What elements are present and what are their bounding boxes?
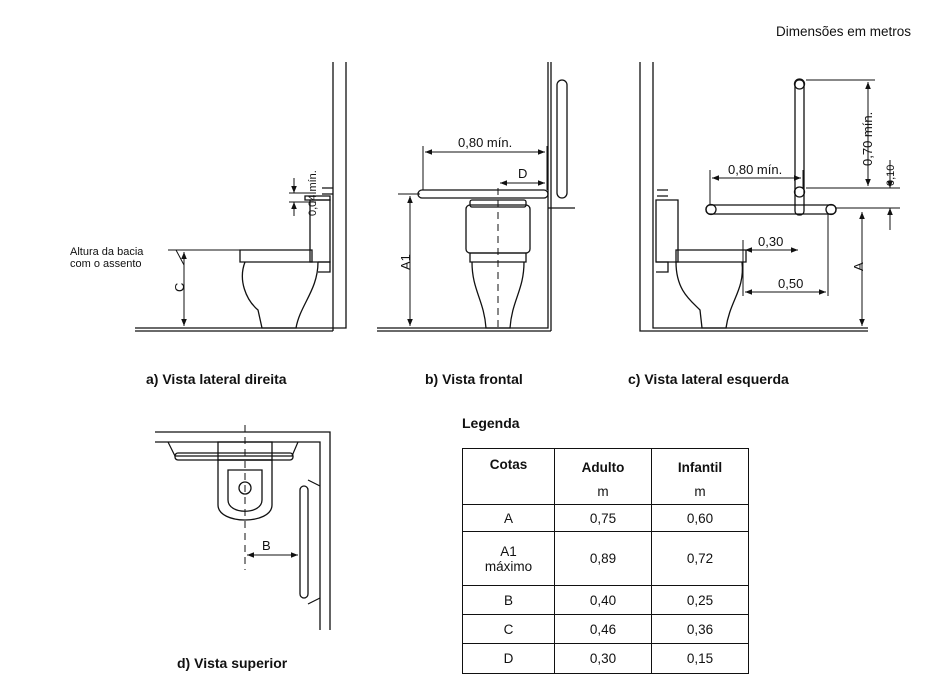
vertical-grab-bar-c xyxy=(794,79,805,216)
legend-table: Cotas Adulto Infantil m m A 0,75 0,60 A1… xyxy=(462,448,749,674)
vertical-grab-bar-b xyxy=(556,79,568,199)
view-d-top xyxy=(155,425,331,630)
dim-a-label: A xyxy=(851,262,866,271)
dim-004-label: 0,04 mín. xyxy=(307,170,319,216)
infantil-cell: 0,25 xyxy=(651,585,749,615)
infantil-cell: 0,36 xyxy=(651,614,749,644)
cota-line-1: A1 xyxy=(500,543,517,559)
caption-c: c) Vista lateral esquerda xyxy=(628,371,789,387)
header-adulto: Adulto xyxy=(554,448,652,480)
unit-adulto: m xyxy=(554,479,652,505)
caption-b: b) Vista frontal xyxy=(425,371,523,387)
infantil-cell: 0,72 xyxy=(651,531,749,586)
view-b-frontal xyxy=(377,62,575,332)
horizontal-grab-bar-c xyxy=(705,204,837,215)
caption-d: d) Vista superior xyxy=(177,655,288,671)
header-cotas: Cotas xyxy=(462,448,555,505)
table-row: B 0,40 0,25 xyxy=(462,585,749,615)
dim-c-label: C xyxy=(172,283,187,292)
view-a-right-side xyxy=(135,62,347,332)
infantil-cell: 0,60 xyxy=(651,504,749,532)
adulto-cell: 0,89 xyxy=(554,531,652,586)
view-c-left-side xyxy=(639,62,900,332)
dim-080-c-label: 0,80 mín. xyxy=(728,162,782,177)
cota-line-2: máximo xyxy=(484,558,533,574)
infantil-cell: 0,15 xyxy=(651,643,749,674)
table-row: A1 máximo 0,89 0,72 xyxy=(462,531,749,586)
horizontal-grab-bar-b xyxy=(417,189,549,199)
toilet-bowl-a xyxy=(241,261,319,329)
toilet-bowl-d xyxy=(217,459,273,521)
cota-cell: C xyxy=(462,614,555,644)
caption-a: a) Vista lateral direita xyxy=(146,371,287,387)
adulto-cell: 0,46 xyxy=(554,614,652,644)
bowl-height-label-1: Altura da bacia xyxy=(70,246,144,258)
toilet-bowl-b xyxy=(471,261,525,329)
toilet-bowl-c xyxy=(675,261,744,329)
units-note: Dimensões em metros xyxy=(775,24,911,39)
adulto-cell: 0,40 xyxy=(554,585,652,615)
toilet-seat-c xyxy=(675,249,747,263)
cota-cell: A1 máximo xyxy=(462,531,555,586)
vertical-grab-bar-d xyxy=(299,485,309,599)
cota-cell: D xyxy=(462,643,555,674)
dim-080-b-label: 0,80 mín. xyxy=(458,135,512,150)
legend-header-row: Cotas Adulto Infantil xyxy=(462,448,749,505)
table-row: D 0,30 0,15 xyxy=(462,643,749,674)
dim-a1-label: A1 xyxy=(398,254,413,270)
toilet-seat-a xyxy=(239,249,313,263)
table-row: C 0,46 0,36 xyxy=(462,614,749,644)
toilet-seat-b xyxy=(469,252,527,263)
cota-cell: B xyxy=(462,585,555,615)
dim-050-label: 0,50 xyxy=(778,276,803,291)
header-infantil: Infantil xyxy=(651,448,749,480)
legend-title: Legenda xyxy=(462,415,520,431)
dim-070-label: 0,70 mín. xyxy=(860,112,875,166)
cota-cell: A xyxy=(462,504,555,532)
adulto-cell: 0,30 xyxy=(554,643,652,674)
table-row: A 0,75 0,60 xyxy=(462,504,749,532)
dim-b-label: B xyxy=(262,538,271,553)
unit-infantil: m xyxy=(651,479,749,505)
bowl-height-label-2: com o assento xyxy=(70,258,142,270)
dim-010-label: 0,10 xyxy=(885,165,897,186)
adulto-cell: 0,75 xyxy=(554,504,652,532)
toilet-tank-c xyxy=(655,199,679,263)
dim-d-label: D xyxy=(518,166,527,181)
dim-030-label: 0,30 xyxy=(758,234,783,249)
